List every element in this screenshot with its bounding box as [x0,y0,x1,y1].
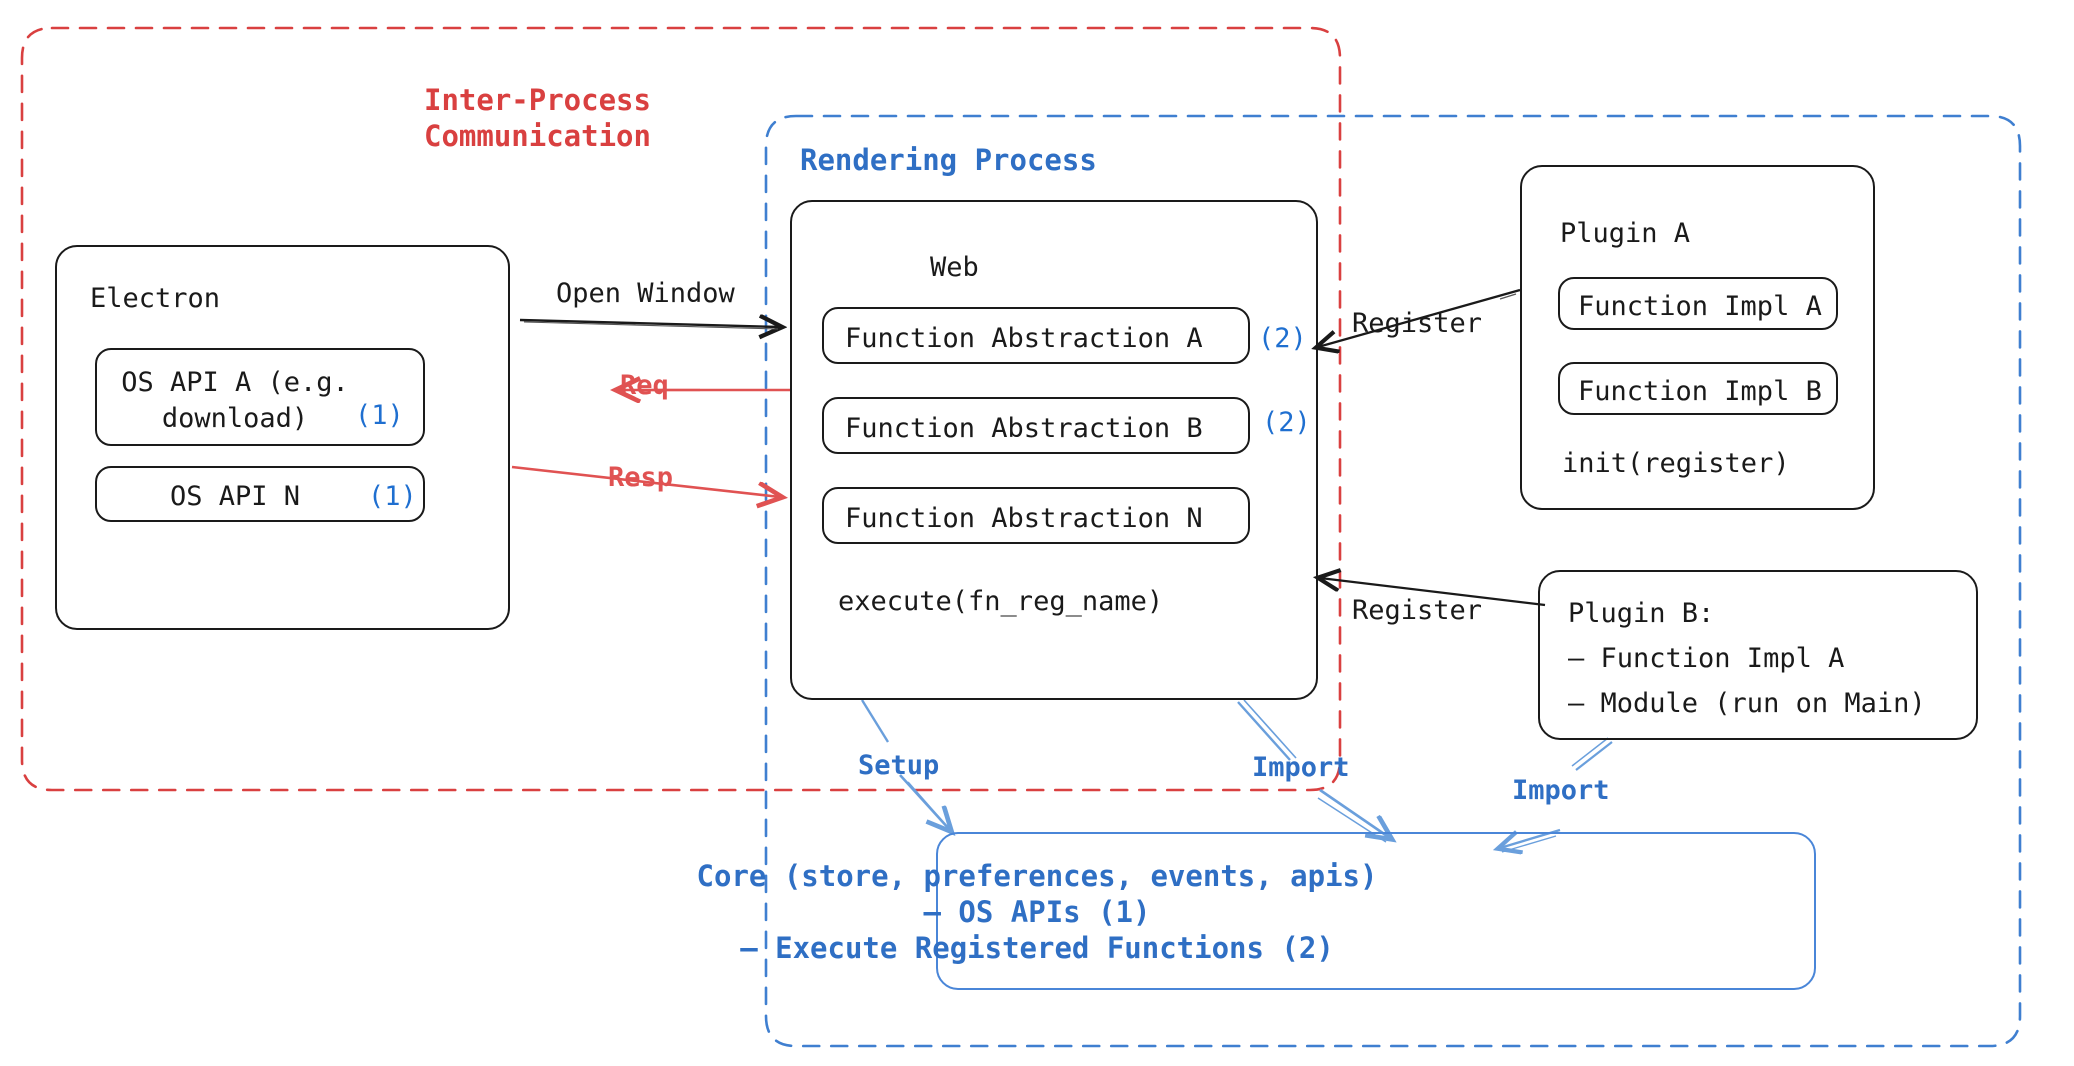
edge-open-window [519,320,780,329]
edge-label-register-a: Register [1352,308,1483,339]
function-abstraction-b-badge: (2) [1262,407,1311,438]
web-execute-label: execute(fn_reg_name) [838,586,1164,617]
plugin-a-init-label: init(register) [1562,448,1790,479]
os-api-a-box[interactable] [95,348,425,446]
plugin-b-title: Plugin B: [1568,598,1715,629]
core-line-1: Core (store, preferences, events, apis) [696,859,1378,893]
edge-label-import-web: Import [1252,752,1350,783]
function-abstraction-n-label: Function Abstraction N [845,503,1203,534]
edge-label-resp: Resp [608,462,674,493]
function-abstraction-a-label: Function Abstraction A [845,323,1203,354]
function-abstraction-b-label: Function Abstraction B [845,413,1203,444]
edge-label-register-b: Register [1352,595,1483,626]
plugin-b-box [1538,570,1978,740]
os-api-n-label: OS API N [170,481,301,512]
edge-label-setup: Setup [858,750,940,781]
electron-title: Electron [90,283,221,314]
function-impl-b-label: Function Impl B [1578,376,1822,407]
electron-box [55,245,510,630]
web-title: Web [930,252,979,283]
edge-label-import-plugin-b: Import [1512,775,1610,806]
function-abstraction-a-box[interactable] [822,307,1250,364]
plugin-b-line-1: – Function Impl A [1568,643,1845,674]
function-impl-a-box[interactable] [1558,277,1838,330]
web-box [790,200,1318,700]
edge-label-req: Req [620,370,669,401]
core-line-2: – OS APIs (1) [923,895,1151,929]
plugin-b-line-2: – Module (run on Main) [1568,688,1926,719]
os-api-n-badge: (1) [368,481,417,512]
function-impl-b-box[interactable] [1558,362,1838,415]
plugin-a-title: Plugin A [1560,218,1691,249]
core-box [936,832,1816,990]
os-api-a-label-line2: download) [161,403,309,434]
core-line-3: – Execute Registered Functions (2) [740,931,1334,965]
function-abstraction-n-box[interactable] [822,487,1250,544]
ipc-region-label-line2: Communication [424,119,651,153]
edge-label-open-window: Open Window [556,278,735,309]
os-api-a-label: OS API A (e.g.download) [121,367,349,434]
function-abstraction-b-box[interactable] [822,397,1250,454]
plugin-a-box [1520,165,1875,510]
rendering-region-label: Rendering Process [800,143,1097,177]
function-impl-a-label: Function Impl A [1578,291,1822,322]
os-api-a-badge: (1) [355,400,404,431]
function-abstraction-a-badge: (2) [1258,323,1307,354]
os-api-n-box[interactable] [95,466,425,522]
